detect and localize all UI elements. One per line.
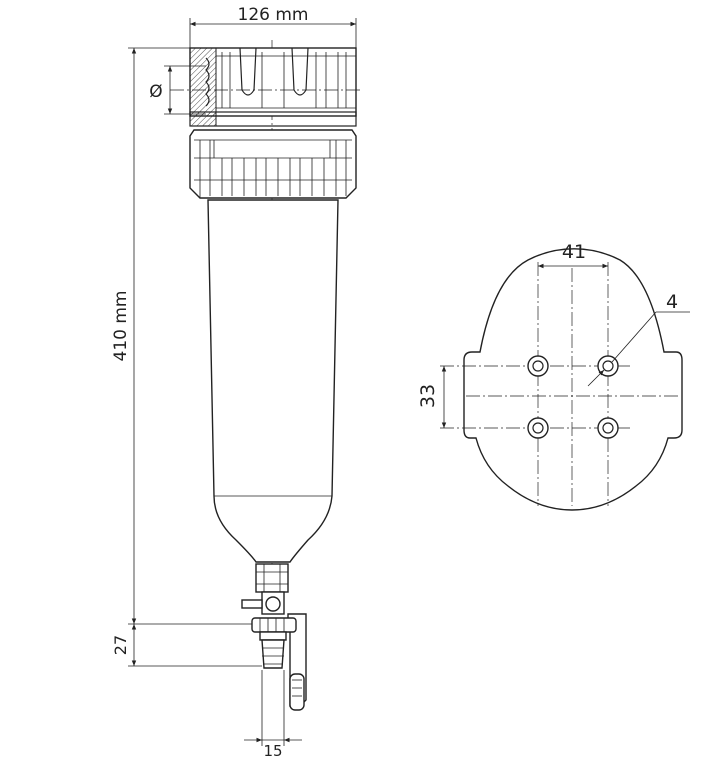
dimension-width: 126 mm <box>189 5 357 48</box>
filter-head <box>170 47 360 127</box>
drain-height-label: 27 <box>111 635 130 655</box>
bolt-hole-bottom-left <box>527 417 549 439</box>
hose-width-label: 15 <box>263 742 282 760</box>
dimension-diameter: Ø <box>149 65 206 115</box>
drain-valve <box>241 563 307 711</box>
filter-bowl <box>207 199 339 563</box>
diameter-symbol: Ø <box>149 82 162 102</box>
bolt-spacing-v-label: 33 <box>417 384 439 408</box>
height-label: 410 mm <box>111 291 131 362</box>
mounting-plate-view: 41 33 4 <box>417 241 690 511</box>
dimension-bolt-diameter: 4 <box>587 291 690 387</box>
bolt-spacing-h-label: 41 <box>562 241 586 263</box>
bolt-diameter-label: 4 <box>666 291 678 313</box>
dimension-height: 410 mm <box>111 47 252 625</box>
dimension-drain-height: 27 <box>111 624 262 667</box>
bolt-hole-top-left <box>527 355 549 377</box>
dimension-bolt-spacing-vertical: 33 <box>417 366 447 428</box>
width-label: 126 mm <box>238 5 309 25</box>
bolt-hole-bottom-right <box>597 417 619 439</box>
filter-side-view: 126 mm 410 mm Ø 27 15 <box>111 5 360 760</box>
dimension-hose-width: 15 <box>244 670 302 760</box>
mounting-plate-outline <box>463 248 683 511</box>
dimension-bolt-spacing-horizontal: 41 <box>538 241 608 269</box>
filter-ring-nut <box>189 129 357 199</box>
